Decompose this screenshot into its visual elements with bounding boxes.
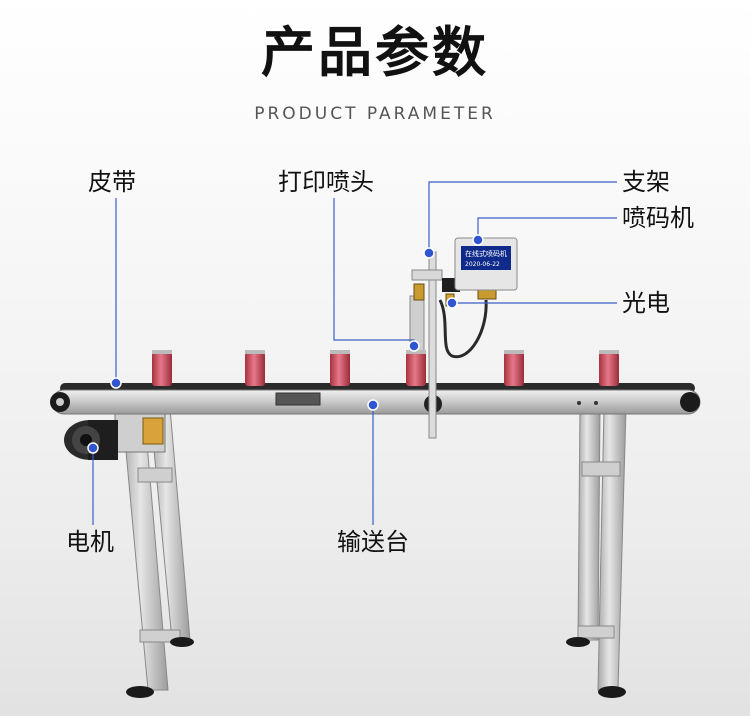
printer-screen-line1: 在线式喷码机 — [465, 249, 507, 258]
bracket-callout-line — [428, 181, 617, 253]
print-head-dot — [408, 340, 420, 352]
print-head-label: 打印喷头 — [278, 168, 374, 196]
printer-callout-line — [477, 217, 617, 240]
can — [599, 350, 619, 386]
printer-label: 喷码机 — [622, 204, 694, 232]
bracket-dot — [423, 247, 435, 259]
belt-dot — [110, 377, 122, 389]
left-leg — [121, 407, 194, 698]
bracket-label: 支架 — [622, 168, 670, 196]
callout-dots — [87, 234, 484, 454]
photo-sensor-label: 光电 — [622, 289, 670, 317]
printer-screen-line2: 2020-06-22 — [465, 261, 500, 268]
printer-unit: 在线式喷码机 2020-06-22 — [454, 237, 518, 291]
photo-sensor-dot — [446, 297, 458, 309]
print-head-callout-line — [333, 198, 415, 346]
conveyor-label: 输送台 — [337, 528, 409, 556]
conveyor-dot — [367, 399, 379, 411]
can — [245, 350, 265, 386]
can — [330, 350, 350, 386]
page-subtitle: PRODUCT PARAMETER — [254, 104, 496, 124]
printer-dot — [472, 234, 484, 246]
can — [504, 350, 524, 386]
motor-label: 电机 — [66, 528, 114, 556]
page-title: 产品参数 — [261, 21, 489, 84]
motor — [64, 411, 166, 460]
belt-label: 皮带 — [88, 168, 136, 196]
motor-dot — [87, 442, 99, 454]
can — [406, 350, 426, 386]
right-leg — [566, 407, 627, 698]
can — [152, 350, 172, 386]
cans — [152, 350, 619, 386]
